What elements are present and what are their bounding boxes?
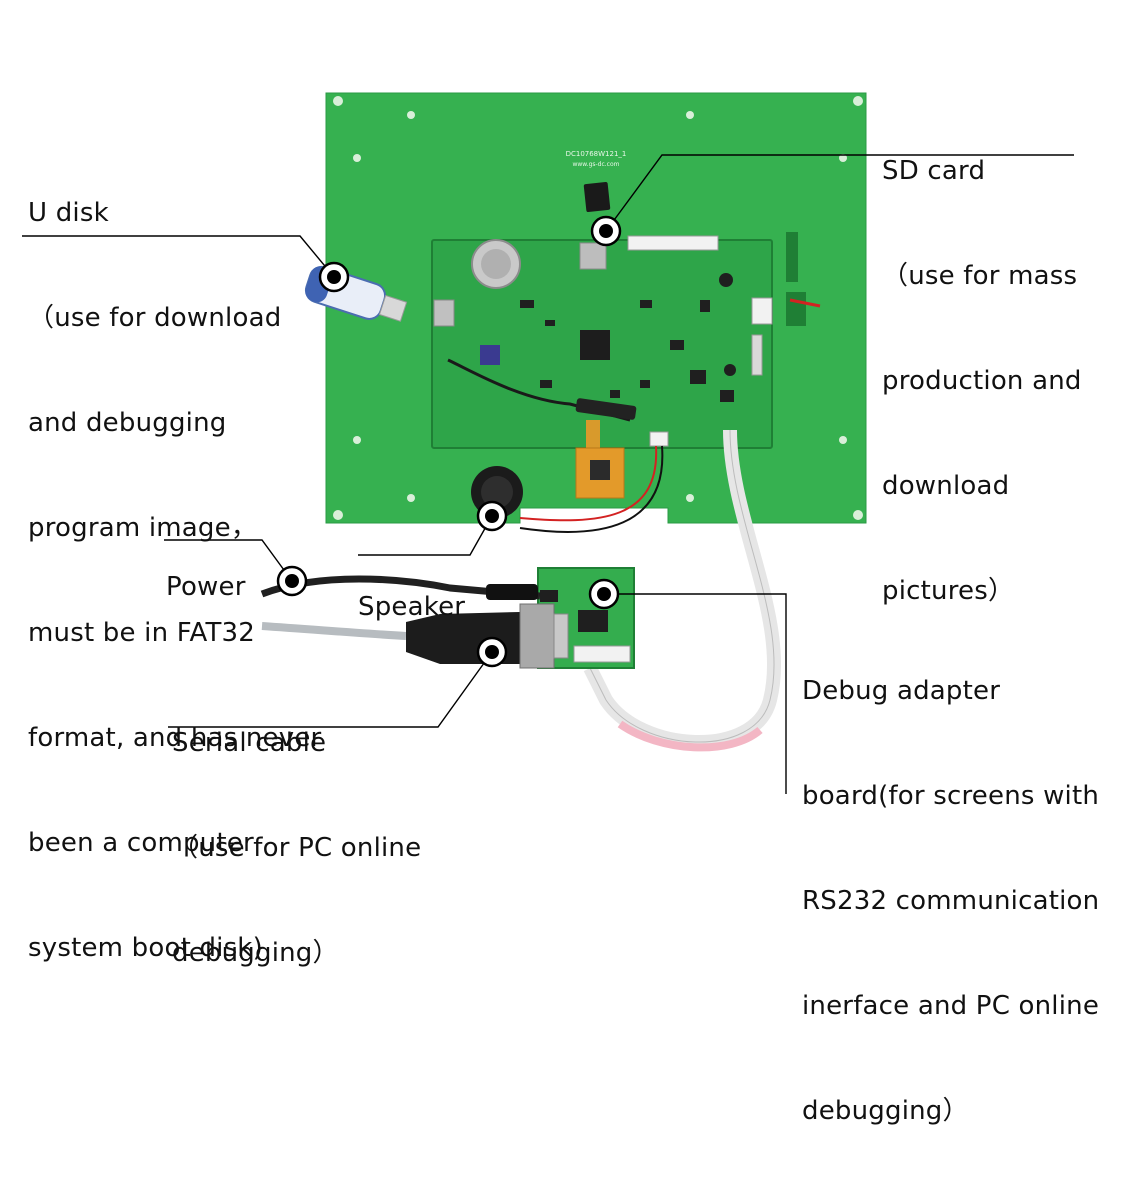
label-line: and debugging: [28, 408, 227, 438]
label-line: Power: [166, 572, 246, 602]
label-serial-cable: Serial cable （use for PC online debuggin…: [172, 656, 421, 1041]
label-sd-card: SD card （use for mass production and dow…: [882, 84, 1082, 679]
label-power: Power: [166, 500, 246, 675]
antenna-wire: [447, 358, 631, 422]
label-line: pictures）: [882, 576, 1015, 606]
sd-socket: [579, 242, 607, 270]
marker-serial-cable: [476, 636, 508, 668]
marker-speaker: [476, 500, 508, 532]
mounting-holes: [333, 96, 863, 520]
silkscreen-model: DC10768W121_1: [566, 150, 627, 158]
label-line: （use for PC online: [172, 833, 422, 863]
leader-sd-card: [605, 154, 1074, 232]
label-line: Speaker: [358, 592, 466, 622]
marker-sd-card: [590, 215, 622, 247]
label-line: production and: [882, 366, 1082, 396]
silkscreen-url: www.gs-dc.com: [572, 161, 619, 168]
label-speaker: Speaker: [358, 520, 465, 695]
label-line: debugging）: [172, 938, 339, 968]
label-debug-adapter: Debug adapter board(for screens with RS2…: [802, 604, 1099, 1199]
marker-power: [276, 565, 308, 597]
label-line: Debug adapter: [802, 676, 1001, 706]
wifi-module: [480, 345, 500, 365]
label-line: （use for download: [28, 303, 282, 333]
speaker-connector: [649, 431, 669, 447]
callout-layer: [22, 154, 1074, 794]
label-line: download: [882, 471, 1010, 501]
leader-serial-cable: [168, 651, 493, 728]
label-line: program image，: [28, 513, 258, 543]
callout-markers: [276, 215, 622, 668]
pcb-components: [520, 273, 736, 402]
main-chip: [580, 330, 610, 360]
leader-u-disk: [22, 235, 335, 278]
hardware-illustration: DC10768W121_1 www.gs-dc.com: [260, 92, 867, 752]
label-line: Serial cable: [172, 728, 327, 758]
label-line: U disk: [28, 198, 109, 228]
label-line: RS232 communication: [802, 886, 1100, 916]
label-line: must be in FAT32: [28, 618, 256, 648]
leader-power: [164, 539, 293, 582]
label-line: board(for screens with: [802, 781, 1100, 811]
speaker-wire-black: [519, 445, 664, 533]
pin-header: [751, 334, 763, 376]
label-line: SD card: [882, 156, 986, 186]
usb-port: [433, 299, 455, 327]
lcd-flex-connector: [627, 235, 719, 251]
marker-u-disk: [318, 261, 350, 293]
side-connector: [751, 297, 773, 325]
label-line: （use for mass: [882, 261, 1078, 291]
leader-debug-adapter: [604, 593, 787, 794]
label-line: format, and has never: [28, 723, 322, 753]
marker-debug-adapter: [588, 578, 620, 610]
speaker-wire-red: [519, 445, 658, 522]
micro-sd-card: [583, 182, 611, 212]
label-line: debugging）: [802, 1096, 969, 1126]
label-line: inerface and PC online: [802, 991, 1100, 1021]
serial-cable: [261, 622, 407, 640]
diagram-stage: DC10768W121_1 www.gs-dc.com: [22, 84, 1099, 1126]
